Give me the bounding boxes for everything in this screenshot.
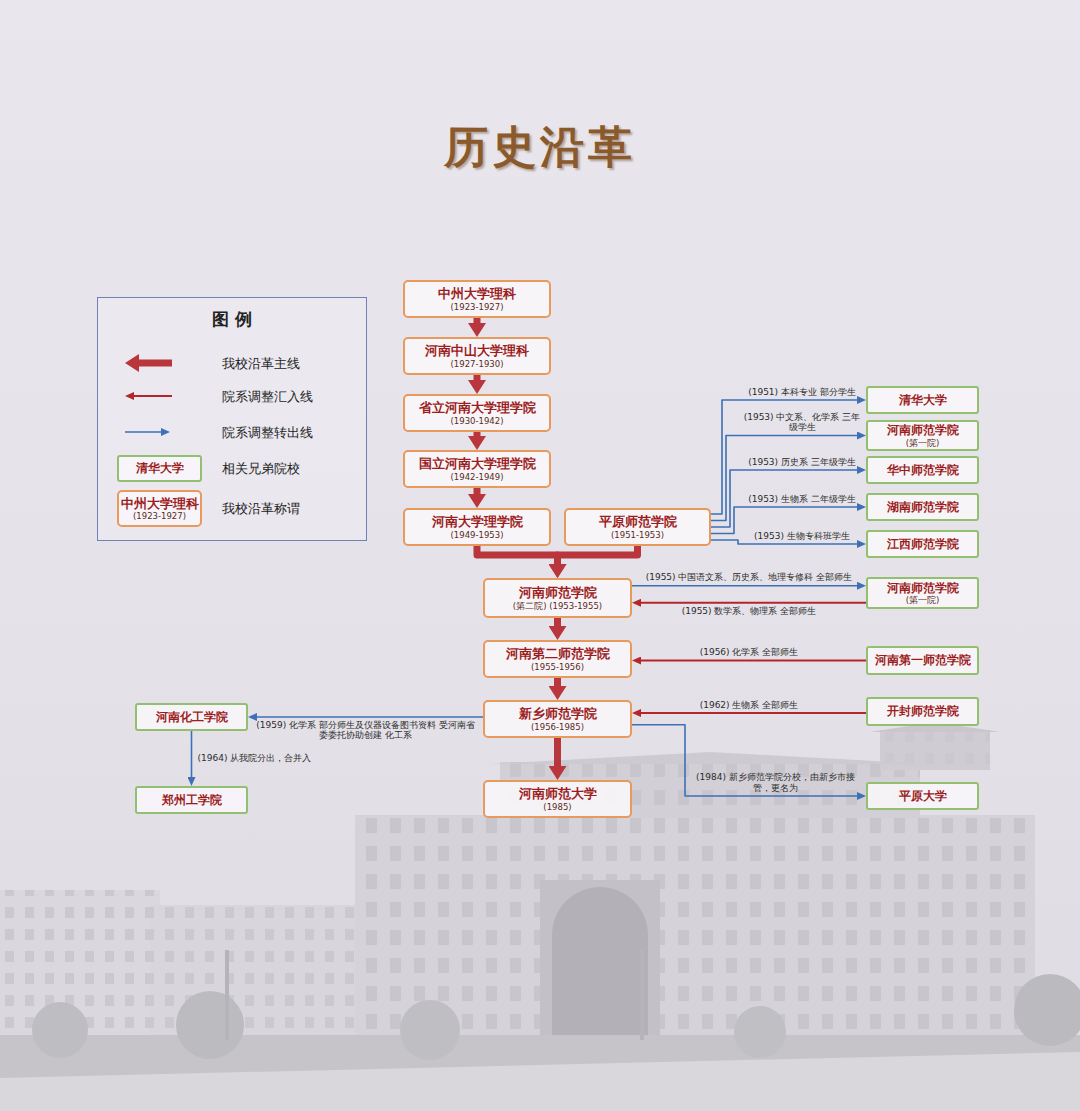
legend-entry: 我校沿革称谓 [222, 501, 300, 516]
transfer-out-arrow [632, 585, 857, 587]
edge-label: (1964) 从我院分出，合并入 [198, 753, 358, 763]
college-years: (第二院) (1953-1955) [513, 601, 602, 611]
college-box: 河南中山大学理科(1927-1930) [403, 337, 551, 375]
edge-label: (1959) 化学系 部分师生及仪器设备图书资料 受河南省委委托协助创建 化工系 [253, 720, 478, 741]
main-line-arrow [554, 618, 561, 626]
college-box: 郑州工学院 [135, 786, 248, 814]
college-box: 河南师范大学(1985) [483, 780, 632, 818]
college-years: (第一院) [906, 595, 940, 605]
college-years: (1923-1927) [451, 302, 504, 312]
college-box: 江西师范学院 [866, 530, 979, 558]
college-years: (1951-1953) [611, 530, 664, 540]
college-name: 河南师范学院 [519, 585, 597, 601]
transfer-out-arrow [632, 725, 857, 796]
college-name: 河南中山大学理科 [425, 343, 529, 359]
college-name: 平原大学 [899, 789, 947, 803]
merge-in-arrow [641, 712, 866, 714]
college-box: 河南师范学院(第二院) (1953-1955) [483, 578, 632, 618]
legend-title: 图 例 [97, 308, 367, 331]
college-years: (第一院) [906, 438, 940, 448]
main-line-arrow [474, 375, 481, 380]
college-box: 清华大学 [866, 386, 979, 414]
legend-main-arrow [139, 360, 172, 367]
edge-label: (1962) 生物系 全部师生 [638, 700, 860, 710]
legend-sample-box: 清华大学 [117, 455, 202, 482]
college-box: 新乡师范学院(1956-1985) [483, 700, 632, 738]
college-box: 中州大学理科(1923-1927) [403, 280, 551, 318]
college-name: 国立河南大学理学院 [419, 456, 536, 472]
college-box: 河南师范学院(第一院) [866, 577, 979, 609]
sample-name: 中州大学理科 [121, 496, 199, 512]
legend-entry: 我校沿革主线 [222, 356, 300, 371]
college-box: 省立河南大学理学院(1930-1942) [403, 394, 551, 432]
college-box: 平原师范学院(1951-1953) [564, 508, 711, 546]
college-name: 省立河南大学理学院 [419, 400, 536, 416]
sample-name: 清华大学 [136, 461, 184, 475]
main-line-arrow [474, 318, 481, 323]
college-box: 河南第一师范学院 [866, 646, 979, 675]
main-line-arrow [477, 546, 558, 564]
merge-in-arrow [641, 660, 866, 662]
edge-label: (1956) 化学系 全部师生 [638, 647, 860, 657]
edge-label: (1955) 中国语文系、历史系、地理专修科 全部师生 [638, 572, 860, 582]
college-name: 河南第一师范学院 [875, 653, 971, 667]
main-line-arrow [474, 432, 481, 436]
sample-years: (1923-1927) [133, 511, 186, 521]
college-name: 清华大学 [899, 393, 947, 407]
edge-label: (1953) 生物系 二年级学生 [742, 494, 862, 504]
transfer-out-arrow [257, 716, 483, 718]
college-box: 平原大学 [866, 782, 979, 810]
transfer-out-arrow [191, 731, 193, 777]
college-years: (1942-1949) [451, 472, 504, 482]
college-box: 华中师范学院 [866, 456, 979, 484]
main-line-arrow [554, 678, 561, 686]
college-name: 郑州工学院 [162, 793, 222, 807]
college-years: (1927-1930) [451, 359, 504, 369]
transfer-out-arrow [711, 507, 857, 534]
edge-label: (1953) 历史系 三年级学生 [742, 457, 862, 467]
legend-in-arrow [134, 395, 172, 397]
college-box: 河南师范学院(第一院) [866, 420, 979, 451]
legend-entry: 相关兄弟院校 [222, 461, 300, 476]
merge-in-arrow [641, 602, 866, 604]
college-name: 湖南师范学院 [887, 500, 959, 514]
edge-label: (1953) 生物专科班学生 [742, 531, 862, 541]
college-name: 华中师范学院 [887, 463, 959, 477]
main-line-arrow [474, 488, 481, 494]
college-box: 国立河南大学理学院(1942-1949) [403, 450, 551, 488]
college-box: 湖南师范学院 [866, 493, 979, 521]
college-years: (1949-1953) [451, 530, 504, 540]
main-line-arrow [554, 738, 561, 766]
college-box: 开封师范学院 [866, 697, 979, 726]
college-box: 河南第二师范学院(1955-1956) [483, 640, 632, 678]
chart-title: 历史沿革 [0, 118, 1080, 177]
edge-label: (1953) 中文系、化学系 三年级学生 [742, 412, 862, 433]
legend-sample-box: 中州大学理科(1923-1927) [117, 490, 202, 527]
college-name: 河南第二师范学院 [506, 646, 610, 662]
college-name: 河南师范学院 [887, 423, 959, 437]
college-name: 河南大学理学院 [432, 514, 523, 530]
college-name: 河南师范学院 [887, 581, 959, 595]
college-name: 河南师范大学 [519, 786, 597, 802]
edge-label: (1951) 本科专业 部分学生 [742, 387, 862, 397]
college-name: 中州大学理科 [438, 286, 516, 302]
college-name: 新乡师范学院 [519, 706, 597, 722]
college-years: (1985) [543, 802, 571, 812]
edge-label: (1984) 新乡师范学院分校，由新乡市接管，更名为 [690, 772, 861, 793]
legend-out-arrow [125, 431, 161, 433]
college-name: 江西师范学院 [887, 537, 959, 551]
legend-entry: 院系调整转出线 [222, 425, 313, 440]
college-name: 平原师范学院 [599, 514, 677, 530]
college-years: (1955-1956) [531, 662, 584, 672]
college-box: 河南大学理学院(1949-1953) [403, 508, 551, 546]
edge-label: (1955) 数学系、物理系 全部师生 [638, 606, 860, 616]
college-years: (1930-1942) [451, 416, 504, 426]
college-box: 河南化工学院 [135, 703, 248, 731]
college-name: 开封师范学院 [887, 704, 959, 718]
main-line-arrow [558, 546, 638, 564]
college-name: 河南化工学院 [156, 710, 228, 724]
legend-entry: 院系调整汇入线 [222, 389, 313, 404]
college-years: (1956-1985) [531, 722, 584, 732]
